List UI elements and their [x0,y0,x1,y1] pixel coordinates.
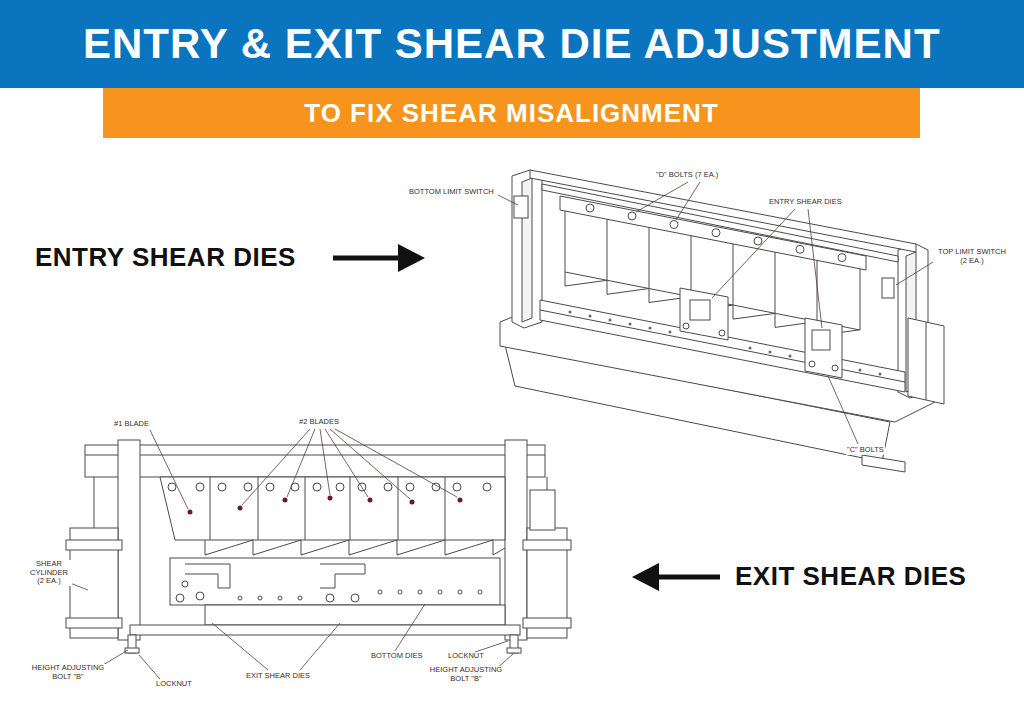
part-label: #1 BLADE [113,420,150,429]
part-label: ENTRY SHEAR DIES [768,198,843,207]
section-label: ENTRY SHEAR DIES [35,243,296,273]
part-label: BOTTOM DIES [370,652,424,661]
part-label: HEIGHT ADJUSTING BOLT "B" [30,664,106,681]
part-label: HEIGHT ADJUSTING BOLT "B" [428,666,504,683]
subtitle-band: TO FIX SHEAR MISALIGNMENT [103,88,920,138]
part-label: EXIT SHEAR DIES [245,672,311,681]
section-label: EXIT SHEAR DIES [735,562,966,592]
part-label: LOCKNUT [155,680,193,689]
page-title: ENTRY & EXIT SHEAR DIE ADJUSTMENT [83,20,941,68]
part-label: SHEAR CYLINDER (2 EA.) [26,560,72,586]
subtitle-text: TO FIX SHEAR MISALIGNMENT [304,98,719,129]
part-label: "D" BOLTS (7 EA.) [655,171,719,180]
part-label: LOCKNUT [447,652,485,661]
part-label: #2 BLADES [298,418,340,427]
part-label: BOTTOM LIMIT SWITCH [408,188,495,197]
part-label: TOP LIMIT SWITCH (2 EA.) [935,248,1009,265]
exit-shear-drawing [66,440,571,653]
part-label: "C" BOLTS [846,446,885,455]
entry-shear-drawing [500,170,944,472]
